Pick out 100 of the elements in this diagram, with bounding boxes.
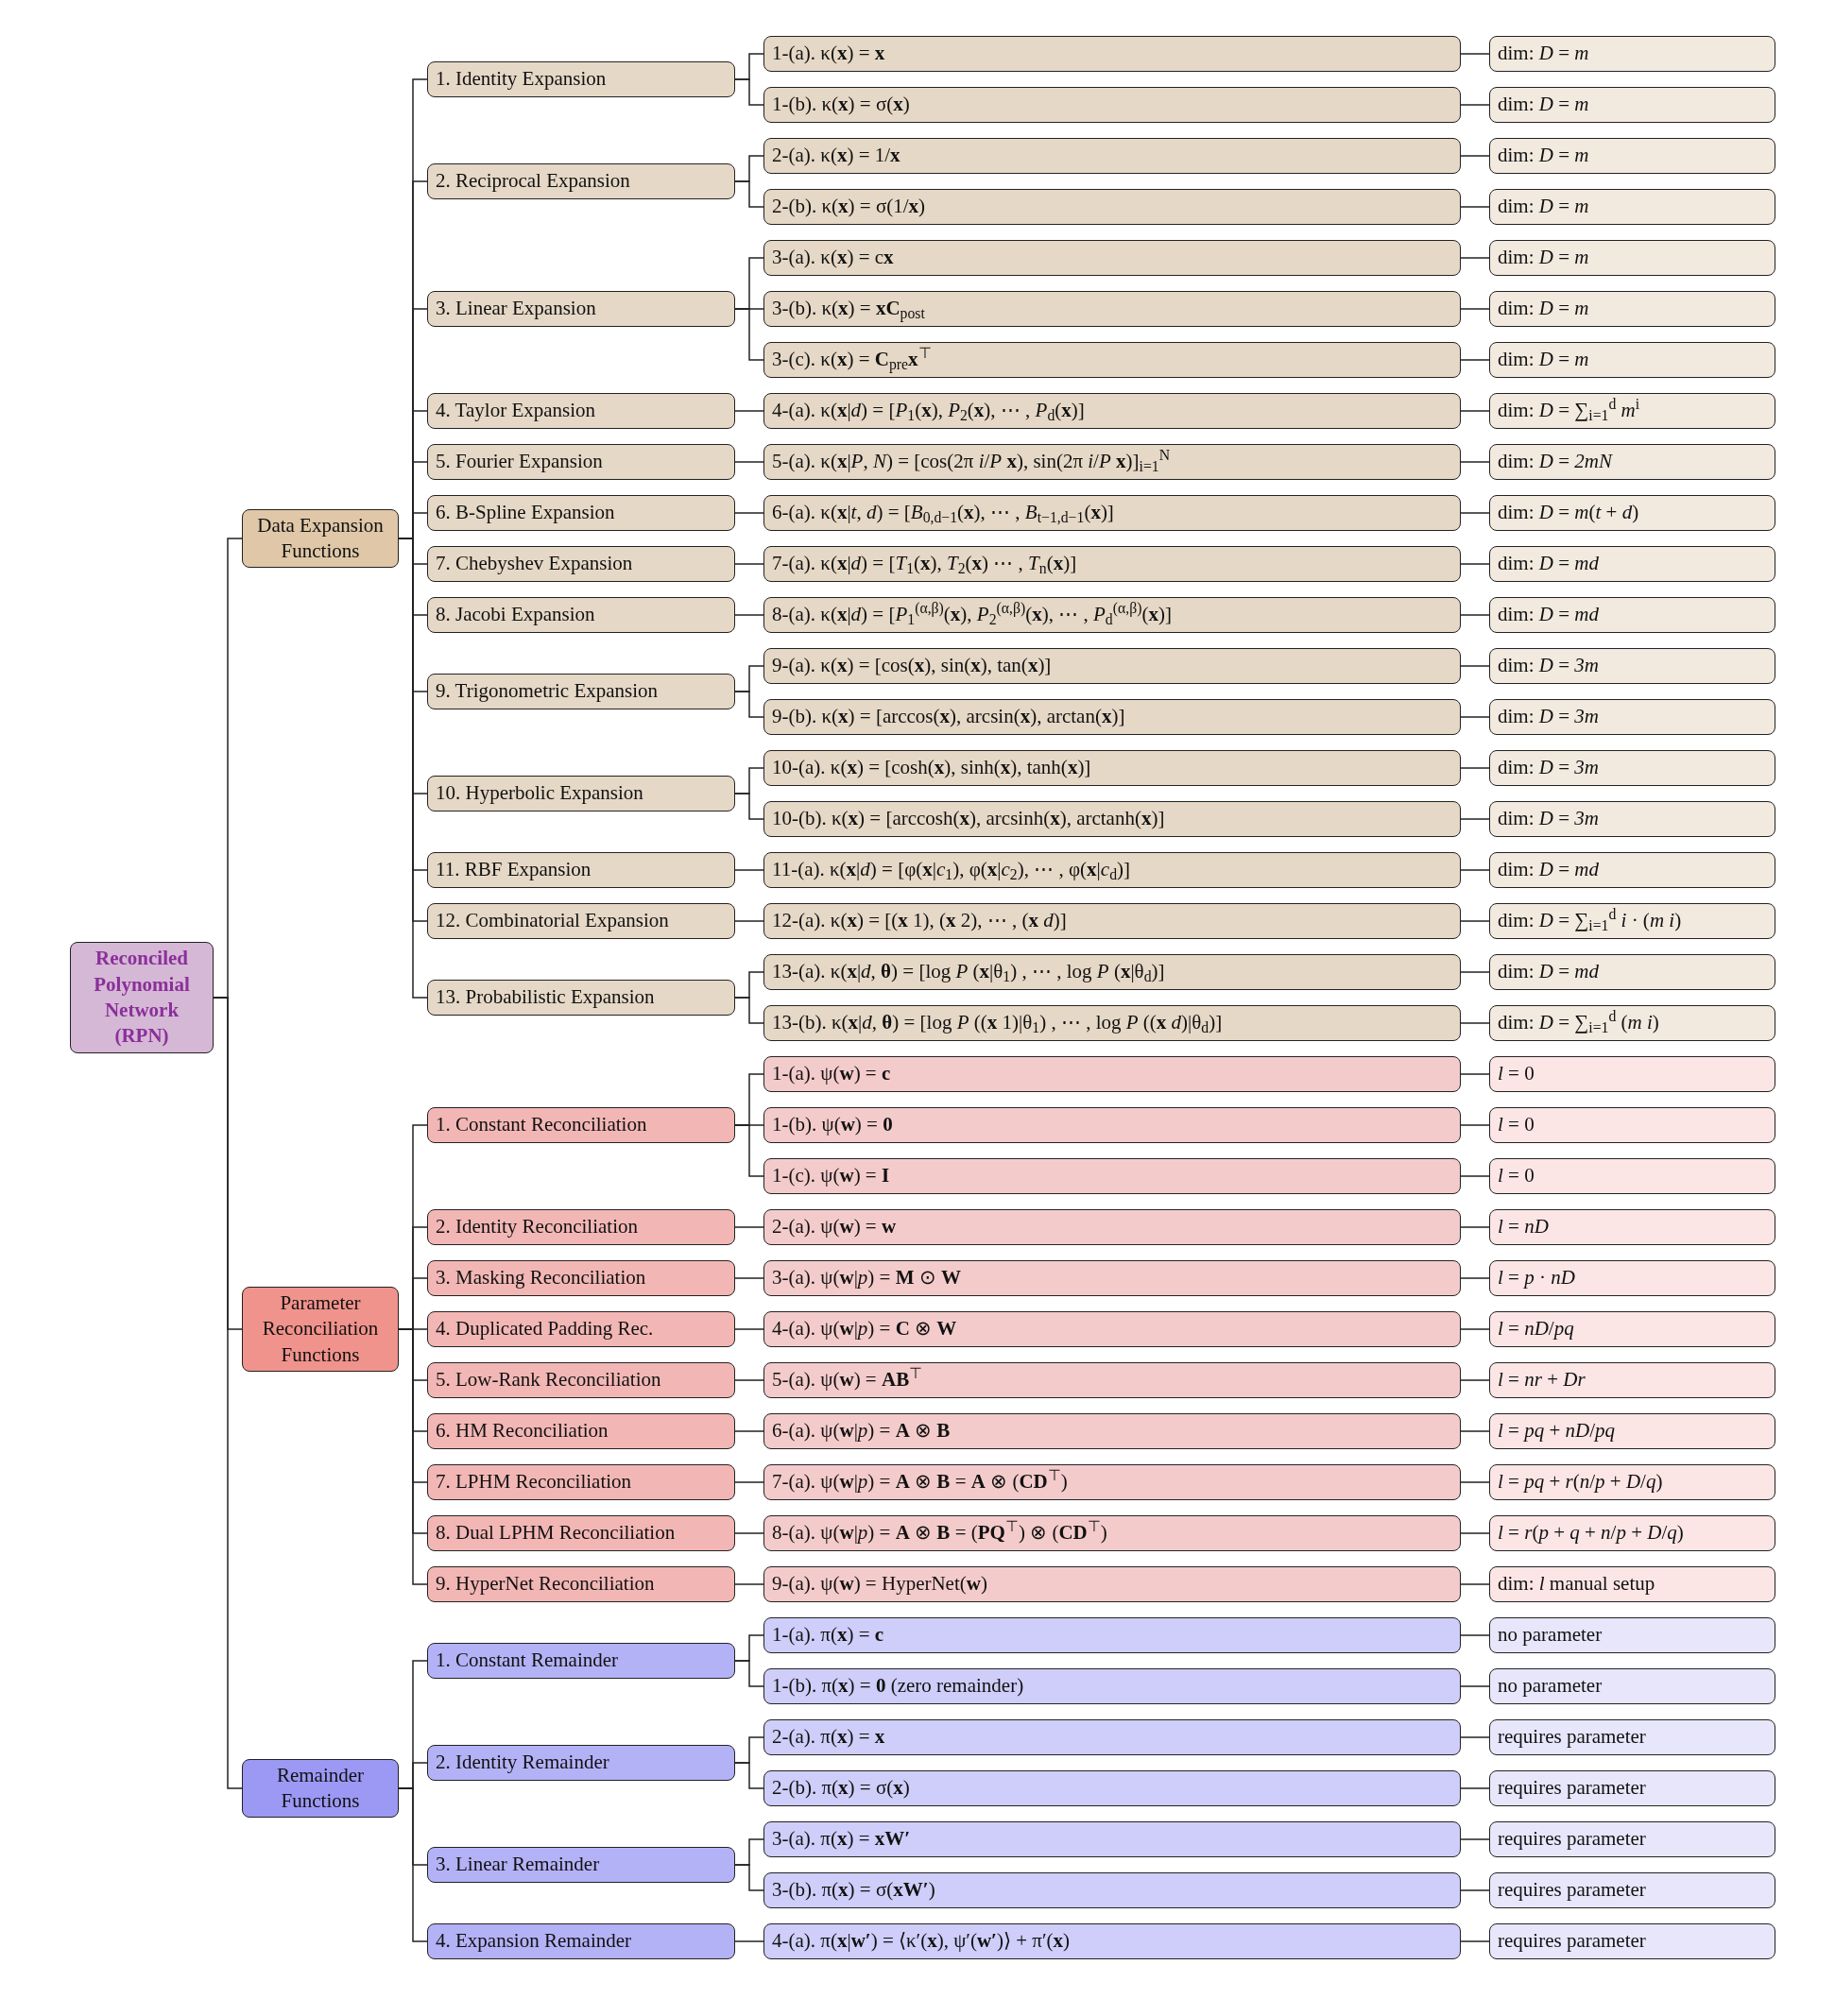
connector-line [1460, 563, 1490, 565]
connector-line [734, 1481, 764, 1483]
connector-line [1460, 614, 1490, 616]
formula-box: 1-(a). π(x) = c [763, 1617, 1461, 1653]
formula-box: 2-(a). π(x) = x [763, 1719, 1461, 1755]
connector-line [213, 997, 243, 1789]
connector-line [734, 180, 764, 208]
formula-box: 7-(a). κ(x|d) = [T$_{1}$(x), T$_{2}$(x) ⋯ , T$_{n}$(x)] [763, 546, 1461, 582]
category-box: Remainder Functions [242, 1758, 399, 1819]
method-box: 7. LPHM Reconciliation [427, 1464, 735, 1500]
method-box: 8. Dual LPHM Reconciliation [427, 1515, 735, 1551]
formula-box: 3-(b). π(x) = σ(xW′) [763, 1872, 1461, 1908]
formula-box: 10-(b). κ(x) = [arccosh(x), arcsinh(x), arctanh(x)] [763, 801, 1461, 837]
dimension-box: dim: D = m [1489, 87, 1775, 123]
formula-box: 1-(b). ψ(w) = 0 [763, 1107, 1461, 1143]
connector-line [1460, 308, 1490, 310]
dimension-box: l = r(p + q + n/p + D/q) [1489, 1515, 1775, 1551]
dimension-box: l = 0 [1489, 1056, 1775, 1092]
dimension-box: dim: D = 3m [1489, 648, 1775, 684]
formula-box: 1-(b). κ(x) = σ(x) [763, 87, 1461, 123]
connector-line [1460, 665, 1490, 667]
connector-line [734, 1940, 764, 1942]
formula-box: 11-(a). κ(x|d) = [φ(x|c$_{1}$), φ(x|c$_{2}$), ⋯ , φ(x|c$_{d}$)] [763, 852, 1461, 888]
connector-line [734, 1864, 764, 1891]
method-box: 2. Reciprocal Expansion [427, 163, 735, 199]
dimension-box: requires parameter [1489, 1770, 1775, 1806]
connector-line [1460, 1328, 1490, 1330]
formula-box: 8-(a). κ(x|d) = [P$_{1}$$^{(α,β)}$(x), P$_{2}$$^{(α,β)}$(x), ⋯ , P$_{d}$$^{(α,β)}$(x)] [763, 597, 1461, 633]
connector-line [1460, 971, 1490, 973]
formula-box: 1-(c). ψ(w) = I [763, 1158, 1461, 1194]
formula-box: 1-(a). κ(x) = x [763, 36, 1461, 72]
dimension-box: dim: D = md [1489, 954, 1775, 990]
connector-line [734, 1226, 764, 1228]
connector-line [1460, 1481, 1490, 1483]
connector-line [1460, 1532, 1490, 1534]
connector-line [734, 1660, 764, 1687]
dimension-box: l = 0 [1489, 1107, 1775, 1143]
formula-box: 2-(a). ψ(w) = w [763, 1209, 1461, 1245]
dimension-box: requires parameter [1489, 1923, 1775, 1959]
dimension-box: dim: D = ∑$_{i=1}$$^{d}$ (m i) [1489, 1005, 1775, 1041]
formula-box: 3-(a). ψ(w|p) = M ⊙ W [763, 1260, 1461, 1296]
method-box: 5. Low-Rank Reconciliation [427, 1362, 735, 1398]
connector-line [1460, 1940, 1490, 1942]
method-box: 4. Taylor Expansion [427, 393, 735, 429]
dimension-box: requires parameter [1489, 1872, 1775, 1908]
connector-line [734, 563, 764, 565]
formula-box: 13-(a). κ(x|d, θ) = [log P (x|θ$_{1}$) , ⋯ , log P (x|θ$_{d}$)] [763, 954, 1461, 990]
dimension-box: l = pq + nD/pq [1489, 1413, 1775, 1449]
connector-line [1460, 1277, 1490, 1279]
method-box: 1. Constant Reconciliation [427, 1107, 735, 1143]
dimension-box: dim: D = m(t + d) [1489, 495, 1775, 531]
dimension-box: dim: D = 3m [1489, 750, 1775, 786]
method-box: 6. B-Spline Expansion [427, 495, 735, 531]
connector-line [734, 869, 764, 871]
connector-line [1460, 1583, 1490, 1585]
method-box: 9. HyperNet Reconciliation [427, 1566, 735, 1602]
dimension-box: l = nD/pq [1489, 1311, 1775, 1347]
dimension-box: l = nD [1489, 1209, 1775, 1245]
dimension-box: no parameter [1489, 1617, 1775, 1653]
formula-box: 3-(a). π(x) = xW′ [763, 1821, 1461, 1857]
method-box: 5. Fourier Expansion [427, 444, 735, 480]
connector-line [1460, 1889, 1490, 1891]
formula-box: 3-(a). κ(x) = cx [763, 240, 1461, 276]
dimension-box: l = nr + Dr [1489, 1362, 1775, 1398]
formula-box: 4-(a). ψ(w|p) = C ⊗ W [763, 1311, 1461, 1347]
dimension-box: dim: D = 2mN [1489, 444, 1775, 480]
dimension-box: dim: D = m [1489, 138, 1775, 174]
method-box: 9. Trigonometric Expansion [427, 674, 735, 709]
connector-line [734, 691, 764, 718]
method-box: 1. Identity Expansion [427, 61, 735, 97]
connector-line [734, 614, 764, 616]
dimension-box: dim: D = md [1489, 546, 1775, 582]
connector-line [734, 1583, 764, 1585]
method-box: 2. Identity Reconciliation [427, 1209, 735, 1245]
dimension-box: dim: D = m [1489, 342, 1775, 378]
connector-line [1460, 1175, 1490, 1177]
connector-line [1460, 1430, 1490, 1432]
formula-box: 4-(a). κ(x|d) = [P$_{1}$(x), P$_{2}$(x), ⋯ , P$_{d}$(x)] [763, 393, 1461, 429]
formula-box: 6-(a). κ(x|t, d) = [B$_{0,d−1}$(x), ⋯ , B$_{t−1,d−1}$(x)] [763, 495, 1461, 531]
connector-line [1460, 410, 1490, 412]
connector-line [1460, 53, 1490, 55]
dimension-box: dim: D = m [1489, 291, 1775, 327]
connector-line [1460, 1838, 1490, 1840]
connector-line [1460, 1124, 1490, 1126]
root-box: Reconciled Polynomial Network (RPN) [70, 942, 214, 1053]
dimension-box: dim: D = ∑$_{i=1}$$^{d}$ m$^{i}$ [1489, 393, 1775, 429]
connector-line [1460, 257, 1490, 259]
formula-box: 13-(b). κ(x|d, θ) = [log P ((x 1)|θ$_{1}$) , ⋯ , log P ((x d)|θ$_{d}$)] [763, 1005, 1461, 1041]
dimension-box: requires parameter [1489, 1821, 1775, 1857]
method-box: 3. Linear Remainder [427, 1847, 735, 1883]
formula-box: 8-(a). ψ(w|p) = A ⊗ B = (PQ$^{⊤}$) ⊗ (CD$^{⊤}$) [763, 1515, 1461, 1551]
formula-box: 2-(b). κ(x) = σ(1/x) [763, 189, 1461, 225]
connector-line [1460, 869, 1490, 871]
formula-box: 9-(a). κ(x) = [cos(x), sin(x), tan(x)] [763, 648, 1461, 684]
connector-line [1460, 716, 1490, 718]
dimension-box: dim: l manual setup [1489, 1566, 1775, 1602]
connector-line [734, 1124, 764, 1177]
formula-box: 5-(a). ψ(w) = AB$^{⊤}$ [763, 1362, 1461, 1398]
method-box: 13. Probabilistic Expansion [427, 980, 735, 1016]
method-box: 3. Masking Reconciliation [427, 1260, 735, 1296]
